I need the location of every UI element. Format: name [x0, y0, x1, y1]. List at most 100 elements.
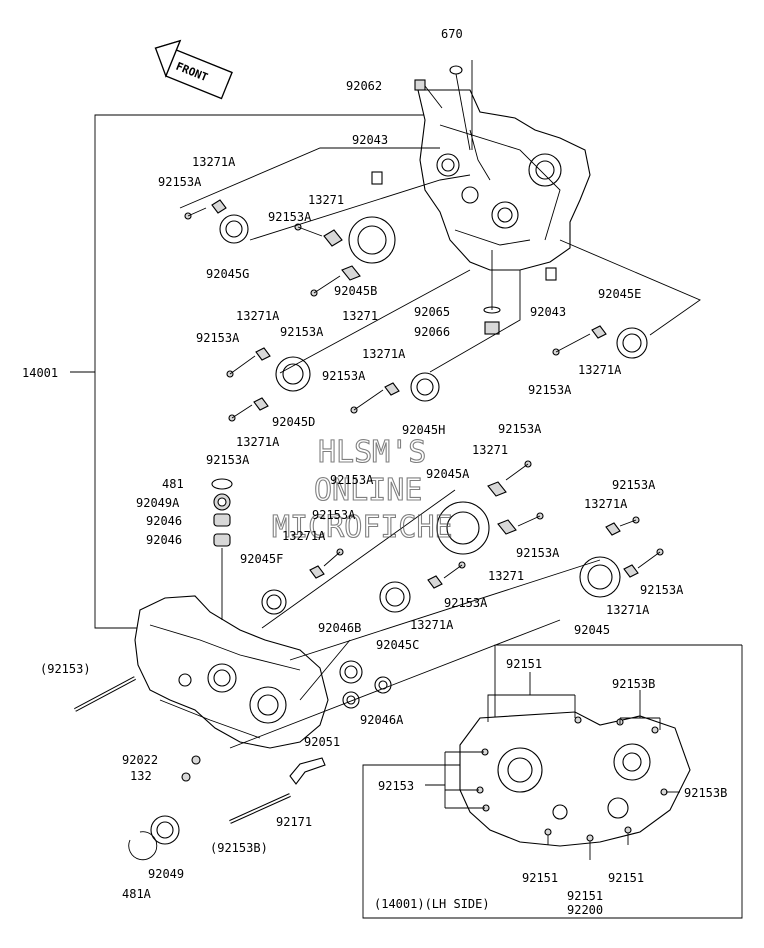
part-label: 481A — [122, 887, 152, 901]
bolt-92153a-5 — [228, 404, 253, 422]
part-label: 92045H — [402, 423, 445, 437]
dowel-92043b — [545, 267, 557, 281]
watermark-line-3: MICROFICHE — [272, 510, 453, 545]
part-label: 92045 — [574, 623, 610, 637]
bolt-92153a-12 — [443, 561, 466, 579]
bracket-14001 — [70, 114, 440, 629]
bearing-92045e — [616, 327, 648, 359]
part-label: 92153 — [378, 779, 414, 793]
part-label: 92153A — [268, 210, 312, 224]
part-label: 92045F — [240, 552, 283, 566]
pipe-92171 — [289, 757, 326, 785]
bolt-92153a-10 — [619, 516, 640, 527]
plate-13271a-7 — [623, 564, 639, 578]
part-label: 13271A — [584, 497, 628, 511]
bushing-92046b — [339, 660, 363, 684]
part-label: 13271A — [192, 155, 236, 169]
needle-92046a — [374, 676, 392, 694]
part-label: 92151 — [506, 657, 542, 671]
plate-13271a-6 — [605, 522, 621, 536]
part-label: 14001 — [22, 366, 58, 380]
plug-92062 — [414, 79, 426, 91]
part-label: (92153) — [40, 662, 91, 676]
part-label: 92153A — [158, 175, 202, 189]
bolt-92153a-11 — [637, 548, 664, 569]
part-label: 92153A — [640, 583, 684, 597]
bolt-92153a-2 — [294, 223, 323, 237]
part-label: 92043 — [530, 305, 566, 319]
part-label: 92153A — [322, 369, 366, 383]
part-label: 92062 — [346, 79, 382, 93]
bolt-92153a-1 — [184, 207, 207, 220]
plate-13271a-3 — [253, 397, 269, 411]
bearing-92045c — [379, 581, 411, 613]
bolt-92153a-3 — [310, 275, 341, 297]
oring-481 — [211, 478, 233, 490]
watermark-line-2: ONLINE — [314, 473, 422, 508]
bolt-92153-long — [74, 676, 136, 712]
oring-670 — [449, 65, 463, 75]
part-label: 92045A — [426, 467, 470, 481]
bolt-92153b-long — [229, 793, 291, 824]
plate-13271a-5 — [591, 325, 607, 339]
part-label: 92153A — [312, 508, 356, 522]
part-label: 92022 — [122, 753, 158, 767]
part-label: 92153A — [206, 453, 250, 467]
bolt-92153a-7 — [552, 333, 591, 356]
part-label: 92066 — [414, 325, 450, 339]
bearing-92045f — [261, 589, 287, 615]
part-label: 13271A — [606, 603, 650, 617]
bolt-92153a-13 — [323, 548, 344, 567]
part-label: 92153B — [612, 677, 655, 691]
part-label: 13271A — [236, 309, 280, 323]
part-label: 92153A — [330, 473, 374, 487]
part-label: 92046 — [146, 533, 182, 547]
part-label: 13271A — [410, 618, 454, 632]
part-label: 92045C — [376, 638, 419, 652]
bolt-92153a-9 — [517, 512, 544, 527]
part-label: 13271 — [342, 309, 378, 323]
part-label: 92151 — [522, 871, 558, 885]
left-crankcase-half — [134, 595, 329, 749]
part-label: 92153A — [528, 383, 572, 397]
bearing-92045a — [436, 501, 490, 555]
seal-92049 — [150, 815, 180, 845]
part-label: 92153A — [498, 422, 542, 436]
part-label: 92046B — [318, 621, 361, 635]
bolt-92153a-8 — [505, 460, 532, 481]
part-label: 92200 — [567, 903, 603, 917]
part-label: 92045B — [334, 284, 377, 298]
part-label: 670 — [441, 27, 463, 41]
bearing-92045g — [219, 214, 249, 244]
part-label: 13271 — [308, 193, 344, 207]
part-label: 92046A — [360, 713, 404, 727]
part-label: 92153A — [612, 478, 656, 492]
part-label: 92043 — [352, 133, 388, 147]
plate-13271-2 — [341, 265, 361, 281]
part-label: 92153B — [684, 786, 727, 800]
part-label: 92065 — [414, 305, 450, 319]
part-label: 132 — [130, 769, 152, 783]
collar-92046-a — [213, 513, 231, 527]
right-crankcase-half — [417, 89, 591, 271]
part-label: (92153B) — [210, 841, 268, 855]
part-label: 92049 — [148, 867, 184, 881]
part-label: 92171 — [276, 815, 312, 829]
part-label: 92153A — [280, 325, 324, 339]
assembly-leader-lines — [179, 60, 701, 749]
plate-13271a-2 — [255, 347, 271, 361]
seal-92049a — [213, 493, 231, 511]
part-label: 92051 — [304, 735, 340, 749]
front-arrow-icon: FRONT — [154, 39, 233, 100]
plate-13271-4 — [497, 519, 517, 535]
plate-13271a-8 — [427, 575, 443, 589]
seal-92045h — [410, 372, 440, 402]
bearing-92045b — [348, 216, 396, 264]
part-label: 92049A — [136, 496, 180, 510]
part-label: 481 — [162, 477, 184, 491]
part-label: 92151 — [608, 871, 644, 885]
bearing-92045 — [579, 556, 621, 598]
part-labels: 670 92062 92043 13271A 92153A 13271 9215… — [22, 27, 727, 917]
part-label: 92153A — [516, 546, 560, 560]
